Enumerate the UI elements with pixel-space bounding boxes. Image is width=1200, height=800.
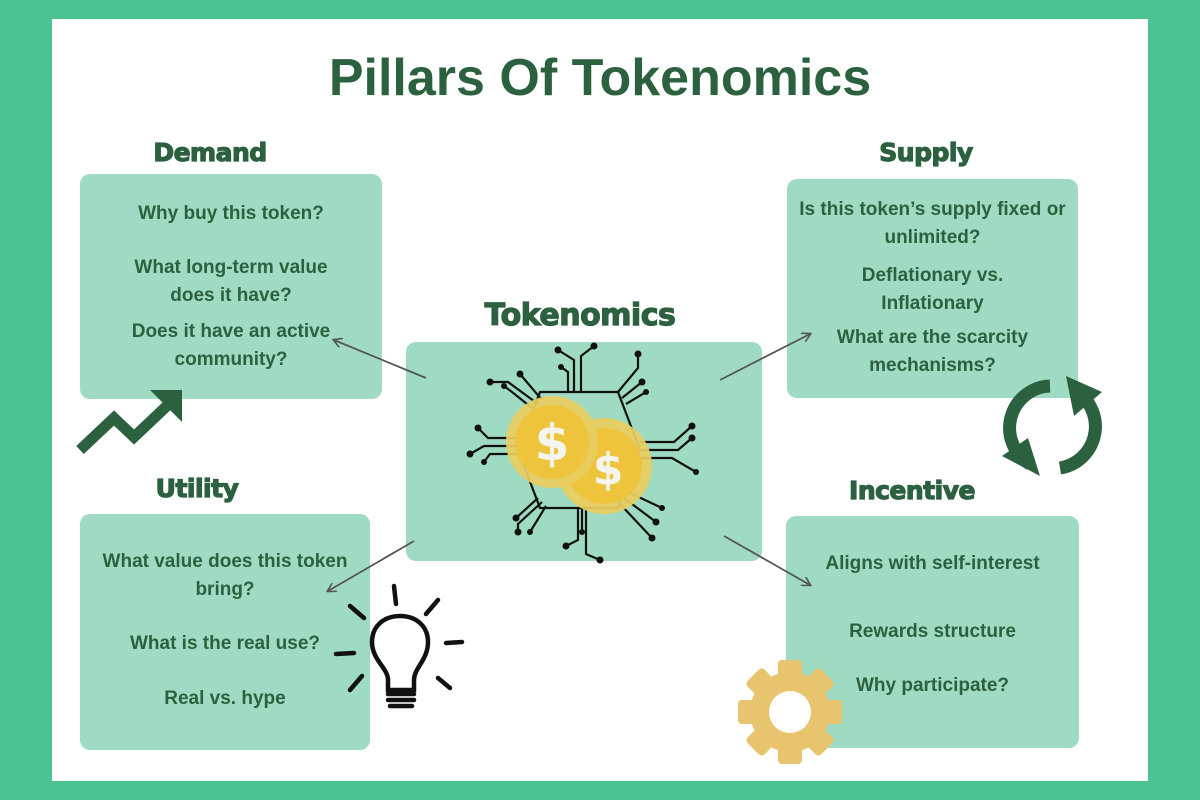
supply-item: Deflationary vs. Inflationary <box>861 265 1004 314</box>
supply-card: Is this token’s supply fixed or unlimite… <box>787 179 1078 398</box>
demand-item: Does it have an active community? <box>131 321 331 370</box>
svg-text:$: $ <box>593 444 624 495</box>
gear-icon <box>738 660 842 764</box>
demand-item: What long-term value does it have? <box>134 257 328 306</box>
utility-item: What is the real use? <box>129 633 321 654</box>
utility-card: What value does this token bring? What i… <box>80 514 370 750</box>
tokenomics-heading: Tokenomics <box>484 297 676 333</box>
demand-item: Why buy this token? <box>138 203 324 224</box>
utility-item: Real vs. hype <box>164 688 286 709</box>
coin-circuit-icon: $ $ <box>466 342 699 564</box>
utility-heading: Utility <box>155 473 239 503</box>
trending-up-icon <box>76 390 182 455</box>
incentive-item: Rewards structure <box>849 621 1016 642</box>
refresh-cycle-icon <box>1002 376 1102 476</box>
svg-text:$: $ <box>535 414 570 472</box>
supply-item: What are the scarcity mechanisms? <box>836 327 1029 376</box>
demand-heading: Demand <box>153 137 268 167</box>
demand-card: Why buy this token? What long-term value… <box>80 174 382 399</box>
incentive-heading: Incentive <box>848 475 976 505</box>
incentive-item: Aligns with self-interest <box>825 553 1040 574</box>
supply-heading: Supply <box>879 137 974 167</box>
lightbulb-icon <box>333 583 465 709</box>
page-title: Pillars Of Tokenomics <box>328 49 872 107</box>
incentive-item: Why participate? <box>855 675 1010 696</box>
supply-item: Is this token’s supply fixed or unlimite… <box>799 199 1066 248</box>
utility-item: What value does this token bring? <box>102 551 348 600</box>
